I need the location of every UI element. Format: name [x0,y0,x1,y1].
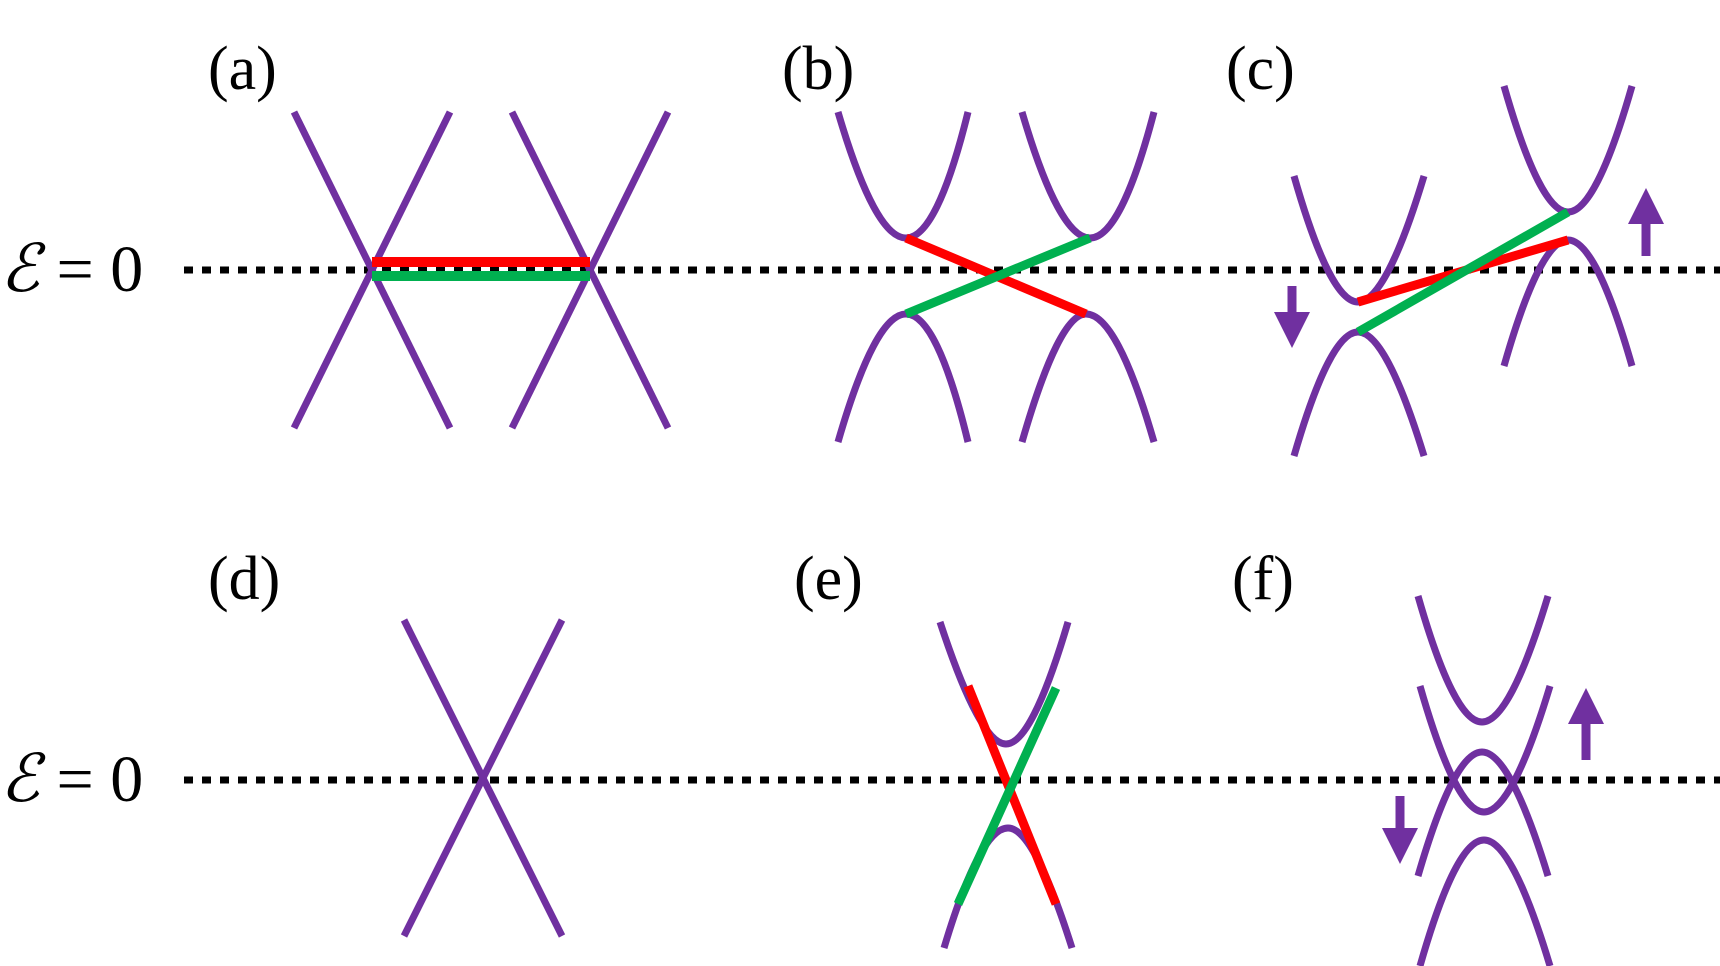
energy-equals-zero: = 0 [39,743,144,816]
panel-f-diagram [1382,594,1604,966]
zero-energy-label-top: ℰ = 0 [0,236,143,303]
upper-band [1018,111,1158,242]
lower-band-lower [1416,836,1554,966]
zero-energy-label-bottom: ℰ = 0 [0,746,143,813]
panel-label-c: (c) [1226,35,1295,103]
lower-band [1018,310,1158,443]
lower-band-upper [1414,748,1552,878]
dirac-cone-line [290,110,454,430]
upper-band-right [1500,85,1636,216]
panel-e-diagram [936,620,1076,950]
upper-band [834,111,972,242]
energy-equals-zero: = 0 [39,233,144,306]
panel-b-diagram [834,111,1158,443]
dirac-cone-line [400,618,566,938]
upper-band [936,620,1072,748]
lower-band-left [1290,328,1428,458]
lower-band [834,310,972,443]
upper-band-upper [1414,594,1552,726]
green-edge-state [953,686,1061,906]
panel-label-f: (f) [1232,545,1294,613]
panel-label-a: (a) [208,35,277,103]
panel-c-diagram [1274,85,1664,458]
lower-band-right [1500,236,1636,367]
panel-label-b: (b) [782,35,855,103]
green-edge-state [904,233,1092,319]
upper-band-left [1290,174,1428,306]
panel-label-d: (d) [208,545,281,613]
upper-band-lower [1416,684,1554,816]
green-edge-state [1355,208,1571,336]
energy-symbol: ℰ [0,740,40,817]
panel-d-diagram [400,618,566,938]
dirac-cone-line [508,110,672,430]
panel-a-diagram [290,110,672,430]
energy-symbol: ℰ [0,230,40,307]
panel-label-e: (e) [794,545,863,613]
